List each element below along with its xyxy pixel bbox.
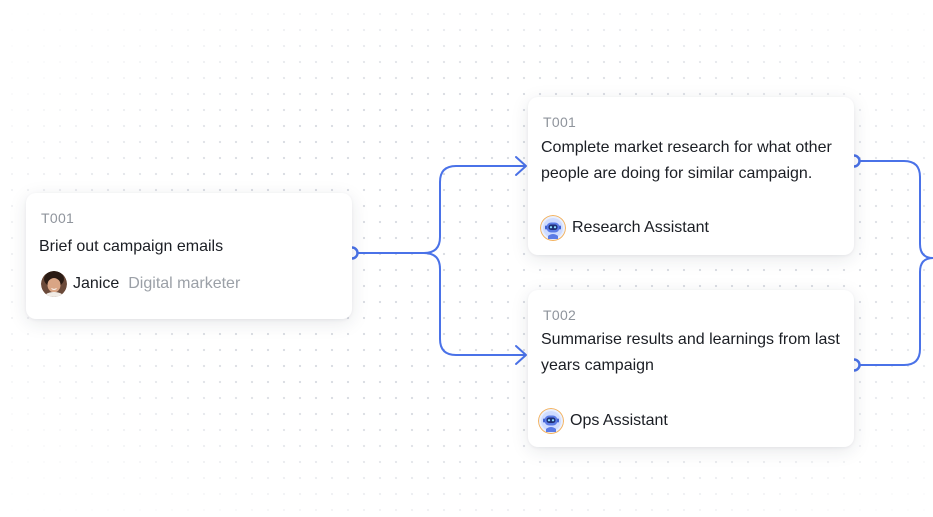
assignee[interactable]: Janice Digital marketer: [41, 271, 240, 297]
task-id: T001: [41, 210, 75, 226]
assignee-name: Janice: [73, 275, 120, 292]
connector-t001-to-summary[interactable]: [352, 252, 526, 356]
connector-t001-to-research[interactable]: [352, 165, 526, 254]
task-card-brief[interactable]: T001 Brief out campaign emails Janice Di…: [26, 193, 352, 319]
assignee-role: Digital marketer: [128, 275, 241, 292]
arrowhead-summary: [515, 345, 527, 365]
robot-avatar-icon: [540, 215, 566, 241]
task-title: Brief out campaign emails: [39, 238, 224, 255]
task-id: T001: [543, 114, 577, 130]
robot-avatar-icon: [538, 408, 564, 434]
arrowhead-research: [515, 156, 527, 176]
task-card-research[interactable]: T001 Complete market research for what o…: [528, 97, 854, 255]
assignee[interactable]: Research Assistant: [540, 215, 709, 241]
person-avatar-icon: [41, 271, 67, 297]
assignee-name: Ops Assistant: [570, 412, 668, 429]
connector-research-out[interactable]: [854, 160, 933, 259]
task-title: Summarise results and learnings from las…: [541, 331, 840, 374]
connector-summary-out[interactable]: [854, 257, 933, 366]
assignee-name: Research Assistant: [572, 219, 709, 236]
task-title: Complete market research for what other …: [541, 139, 832, 182]
task-card-summary[interactable]: T002 Summarise results and learnings fro…: [528, 290, 854, 447]
task-id: T002: [543, 307, 577, 323]
assignee[interactable]: Ops Assistant: [538, 408, 668, 434]
